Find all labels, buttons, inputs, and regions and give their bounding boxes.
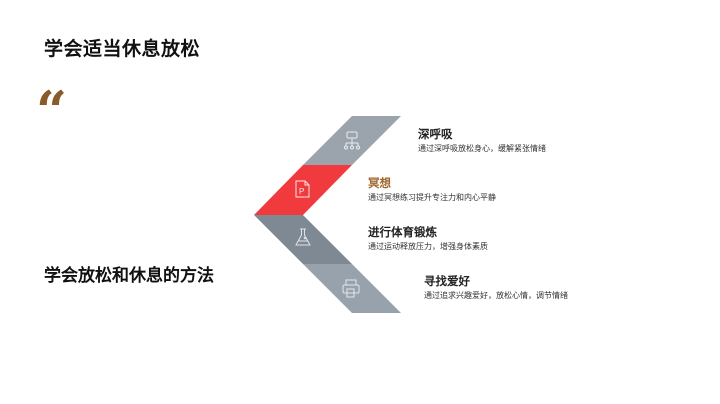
flask-icon <box>295 228 311 246</box>
printer-icon <box>342 279 360 298</box>
chevron-band-2 <box>254 165 352 215</box>
list-item-deep-breathing: 深呼吸 通过深呼吸放松身心，缓解紧张情绪 <box>418 127 546 154</box>
item-description: 通过深呼吸放松身心，缓解紧张情绪 <box>418 144 546 153</box>
list-item-hobby: 寻找爱好 通过追求兴趣爱好，放松心情，调节情绪 <box>424 274 568 301</box>
list-item-exercise: 进行体育锻炼 通过运动释放压力，增强身体素质 <box>368 225 488 252</box>
item-heading: 寻找爱好 <box>424 274 470 288</box>
org-chart-icon <box>344 131 360 150</box>
quote-mark-icon: “ <box>36 79 68 143</box>
slide-title: 学会适当休息放松 <box>44 38 201 60</box>
item-heading: 冥想 <box>368 176 391 190</box>
item-description: 通过运动释放压力，增强身体素质 <box>368 242 488 251</box>
powerpoint-file-icon: P <box>295 180 310 198</box>
item-heading: 深呼吸 <box>418 127 453 141</box>
chevron-band-3 <box>254 215 352 264</box>
item-description: 通过冥想练习提升专注力和内心平静 <box>368 193 496 202</box>
slide-subtitle: 学会放松和休息的方法 <box>44 266 214 286</box>
svg-text:P: P <box>299 187 304 196</box>
item-description: 通过追求兴趣爱好，放松心情，调节情绪 <box>424 291 568 300</box>
list-item-meditation: 冥想 通过冥想练习提升专注力和内心平静 <box>368 176 496 203</box>
item-heading: 进行体育锻炼 <box>368 225 437 239</box>
